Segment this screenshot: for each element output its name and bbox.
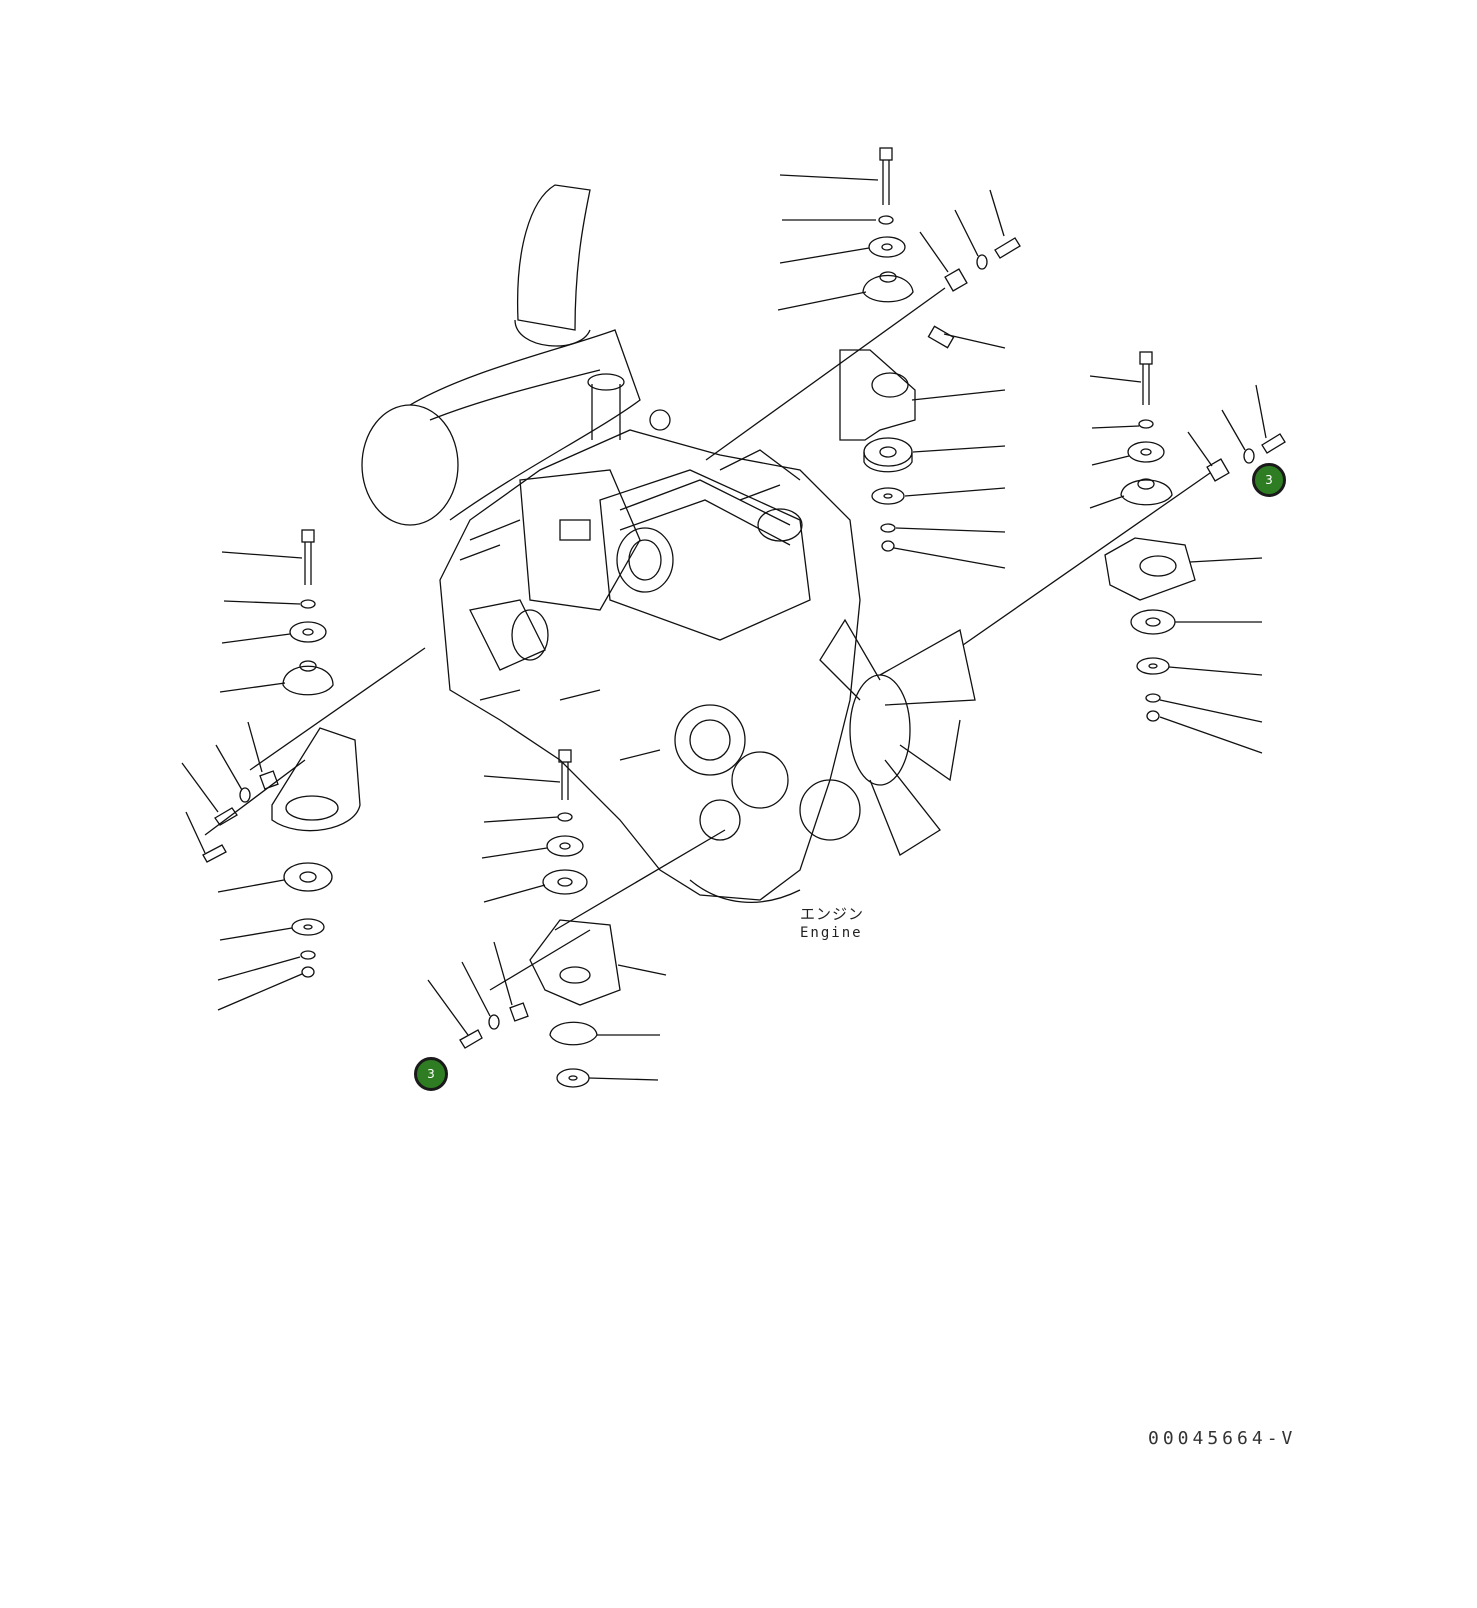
drawing-number: 00045664-V [1148, 1428, 1297, 1449]
callout-3-bottom-left[interactable]: 3 [414, 1057, 448, 1091]
left-mount-parts [181, 529, 361, 1011]
engine-label-en: Engine [800, 925, 863, 941]
assembly-lines [204, 287, 1211, 991]
callout-number: 3 [1265, 473, 1273, 487]
right-mount-parts [1089, 351, 1286, 754]
engine-label-jp: エンジン [800, 905, 865, 923]
callout-3-top-right[interactable]: 3 [1252, 463, 1286, 497]
bottom-mount-parts [427, 749, 667, 1088]
engine-assembly [361, 184, 976, 903]
callout-number: 3 [427, 1067, 435, 1081]
top-mount-parts [777, 147, 1021, 569]
